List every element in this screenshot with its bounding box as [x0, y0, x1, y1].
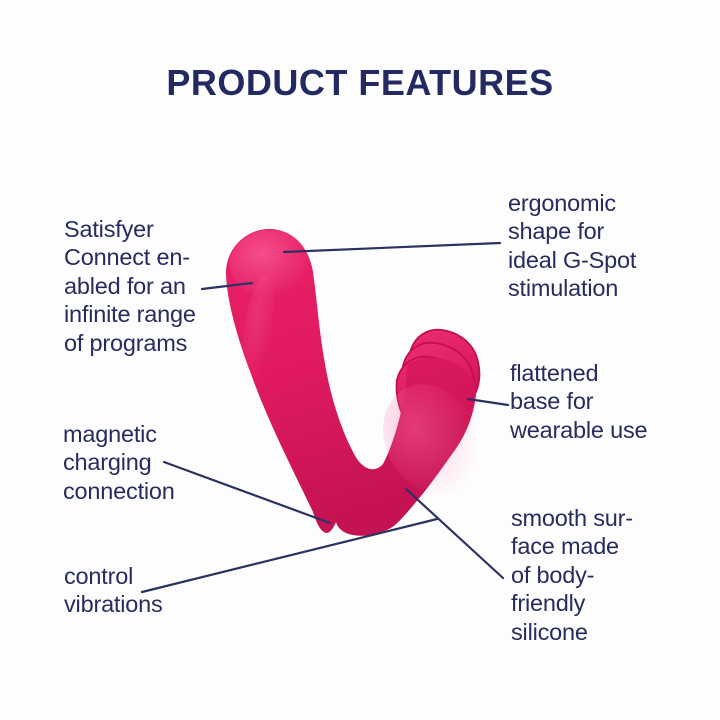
annotation-text-line: stimulation: [508, 275, 619, 302]
annotation-text-line: infinite range: [64, 301, 196, 328]
annotation-text-line: ideal G-Spot: [508, 246, 637, 273]
annotation-magnetic-charging: magnetic charging connection: [63, 420, 175, 505]
product-bulb-highlight: [230, 230, 310, 298]
annotation-satisfyer-connect: Satisfyer Connect en- abled for an infin…: [64, 215, 196, 357]
annotation-text-line: shape for: [508, 218, 605, 245]
product-arm-highlight: [383, 384, 481, 496]
annotation-text-line: face made: [511, 533, 619, 560]
annotation-text-line: charging: [63, 449, 152, 476]
annotation-text-line: vibrations: [64, 591, 163, 618]
annotation-text-line: of body-: [511, 561, 595, 588]
annotation-flattened-base: flattened base for wearable use: [510, 359, 648, 444]
annotation-text-line: flattened: [510, 360, 599, 386]
annotation-ergonomic-shape: ergonomic shape for ideal G-Spot stimula…: [508, 189, 636, 303]
leader-line-ergonomic-shape: [282, 241, 502, 254]
leader-line-control-vibrations: [140, 517, 439, 594]
annotation-text-line: Connect en-: [64, 244, 190, 271]
product-shaft-highlight: [242, 275, 274, 385]
annotation-text-line: abled for an: [64, 272, 186, 299]
annotation-smooth-surface: smooth sur- face made of body- friendly …: [511, 504, 633, 646]
annotation-text-line: smooth sur-: [511, 505, 633, 531]
leader-line-satisfyer-connect: [200, 281, 254, 291]
leader-line-magnetic-charging: [162, 460, 332, 525]
annotation-text-line: base for: [510, 388, 594, 415]
leader-line-smooth-surface: [404, 487, 505, 580]
annotation-text-line: connection: [63, 477, 175, 504]
annotation-text-line: of programs: [64, 329, 188, 356]
annotation-text-line: friendly: [511, 590, 586, 617]
annotation-text-line: ergonomic: [508, 190, 616, 216]
annotation-text-line: magnetic: [63, 421, 157, 447]
annotation-text-line: wearable use: [510, 416, 648, 443]
annotation-text-line: Satisfyer: [64, 216, 154, 242]
page-title: PRODUCT FEATURES: [166, 62, 554, 103]
leader-lines: [140, 241, 510, 594]
annotation-text-line: control: [64, 563, 134, 589]
annotation-control-vibrations: control vibrations: [64, 562, 163, 619]
leader-line-flattened-base: [466, 397, 510, 407]
annotation-text-line: silicone: [511, 618, 588, 645]
